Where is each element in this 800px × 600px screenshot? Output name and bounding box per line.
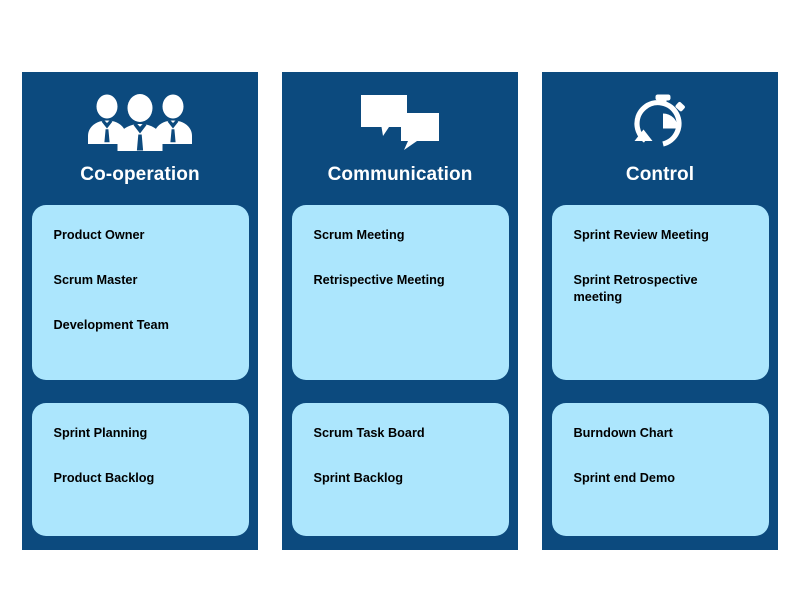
card-tracking[interactable]: Burndown Chart Sprint end Demo: [551, 403, 769, 536]
stopwatch-icon: [542, 86, 778, 158]
list-item: Scrum Master: [53, 273, 138, 287]
card-boards[interactable]: Scrum Task Board Sprint Backlog: [291, 403, 509, 536]
cards-group: Scrum Meeting Retrispective Meeting Scru…: [282, 205, 518, 536]
card-review-meetings[interactable]: Sprint Review Meeting Sprint Retrospecti…: [551, 205, 769, 380]
columns-container: Co-operation Product Owner Scrum Master …: [22, 72, 778, 550]
list-item: Sprint Planning: [53, 426, 148, 440]
card-roles[interactable]: Product Owner Scrum Master Development T…: [31, 205, 249, 380]
list-item: Burndown Chart: [573, 426, 673, 440]
card-artifacts[interactable]: Sprint Planning Product Backlog: [31, 403, 249, 536]
column-control: Control Sprint Review Meeting Sprint Ret…: [542, 72, 778, 550]
three-people-icon: [22, 86, 258, 158]
list-item: Sprint end Demo: [573, 471, 676, 485]
speech-bubbles-icon: [282, 86, 518, 158]
list-item: Sprint Backlog: [313, 471, 404, 485]
list-item: Retrispective Meeting: [313, 273, 445, 287]
column-co-operation: Co-operation Product Owner Scrum Master …: [22, 72, 258, 550]
list-item: Product Backlog: [53, 471, 155, 485]
list-item: Product Owner: [53, 228, 145, 242]
column-communication: Communication Scrum Meeting Retrispectiv…: [282, 72, 518, 550]
list-item: Development Team: [53, 318, 169, 332]
card-meetings[interactable]: Scrum Meeting Retrispective Meeting: [291, 205, 509, 380]
list-item: Scrum Meeting: [313, 228, 405, 242]
list-item: Scrum Task Board: [313, 426, 425, 440]
column-title: Communication: [327, 164, 473, 185]
list-item: Sprint Review Meeting: [573, 228, 709, 242]
cards-group: Product Owner Scrum Master Development T…: [22, 205, 258, 536]
list-item: Sprint Retrospective meeting: [573, 273, 698, 304]
column-title: Control: [625, 164, 695, 185]
column-title: Co-operation: [80, 164, 200, 185]
cards-group: Sprint Review Meeting Sprint Retrospecti…: [542, 205, 778, 536]
